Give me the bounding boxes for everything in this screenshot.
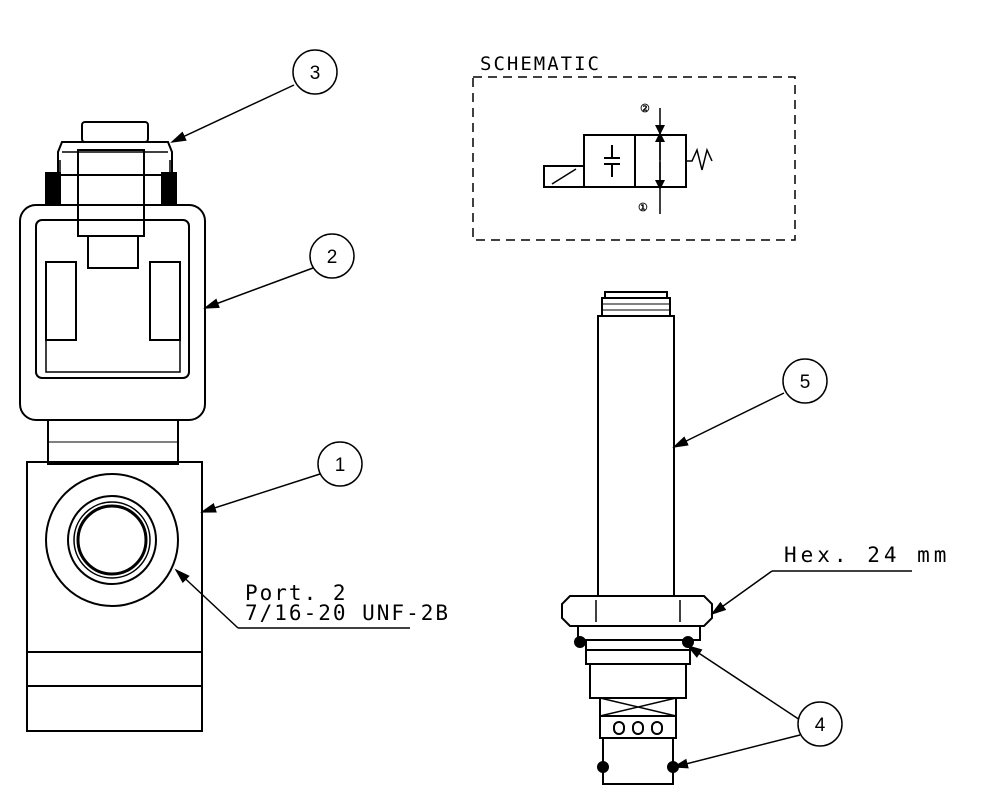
balloon-5-number: 5	[800, 372, 811, 393]
schematic-symbol	[543, 108, 713, 214]
schematic-port-1: ①	[638, 202, 648, 214]
balloon-4: 4	[797, 701, 843, 747]
schematic-title: SCHEMATIC	[480, 53, 601, 75]
cartridge-tube	[597, 291, 675, 597]
coil-nut	[45, 121, 177, 205]
item-balloons: 3 2 1 5 4	[292, 49, 843, 747]
cartridge-valve-right-view	[561, 291, 713, 785]
leader-lines	[170, 84, 912, 769]
coil-neck	[47, 419, 179, 465]
schematic-box: SCHEMATIC ② ①	[472, 53, 796, 241]
port-callout-line1: Port. 2	[245, 581, 348, 605]
hex-callout: Hex. 24 mm	[784, 543, 950, 567]
port-callout: Port. 2 7/16-20 UNF-2B	[245, 581, 450, 625]
port-callout-line2: 7/16-20 UNF-2B	[245, 601, 450, 625]
balloon-3-number: 3	[310, 63, 321, 84]
balloon-3: 3	[292, 49, 338, 95]
balloon-1-number: 1	[335, 455, 346, 476]
solenoid-valve-left-view	[19, 121, 206, 732]
balloon-2: 2	[309, 233, 355, 279]
balloon-5: 5	[782, 358, 828, 404]
valve-body-block	[26, 461, 203, 732]
balloon-1: 1	[317, 441, 363, 487]
cartridge-body	[574, 636, 694, 785]
balloon-4-number: 4	[815, 715, 826, 736]
hex-nut	[561, 595, 713, 641]
balloon-2-number: 2	[327, 247, 338, 268]
schematic-port-2: ②	[640, 103, 650, 115]
